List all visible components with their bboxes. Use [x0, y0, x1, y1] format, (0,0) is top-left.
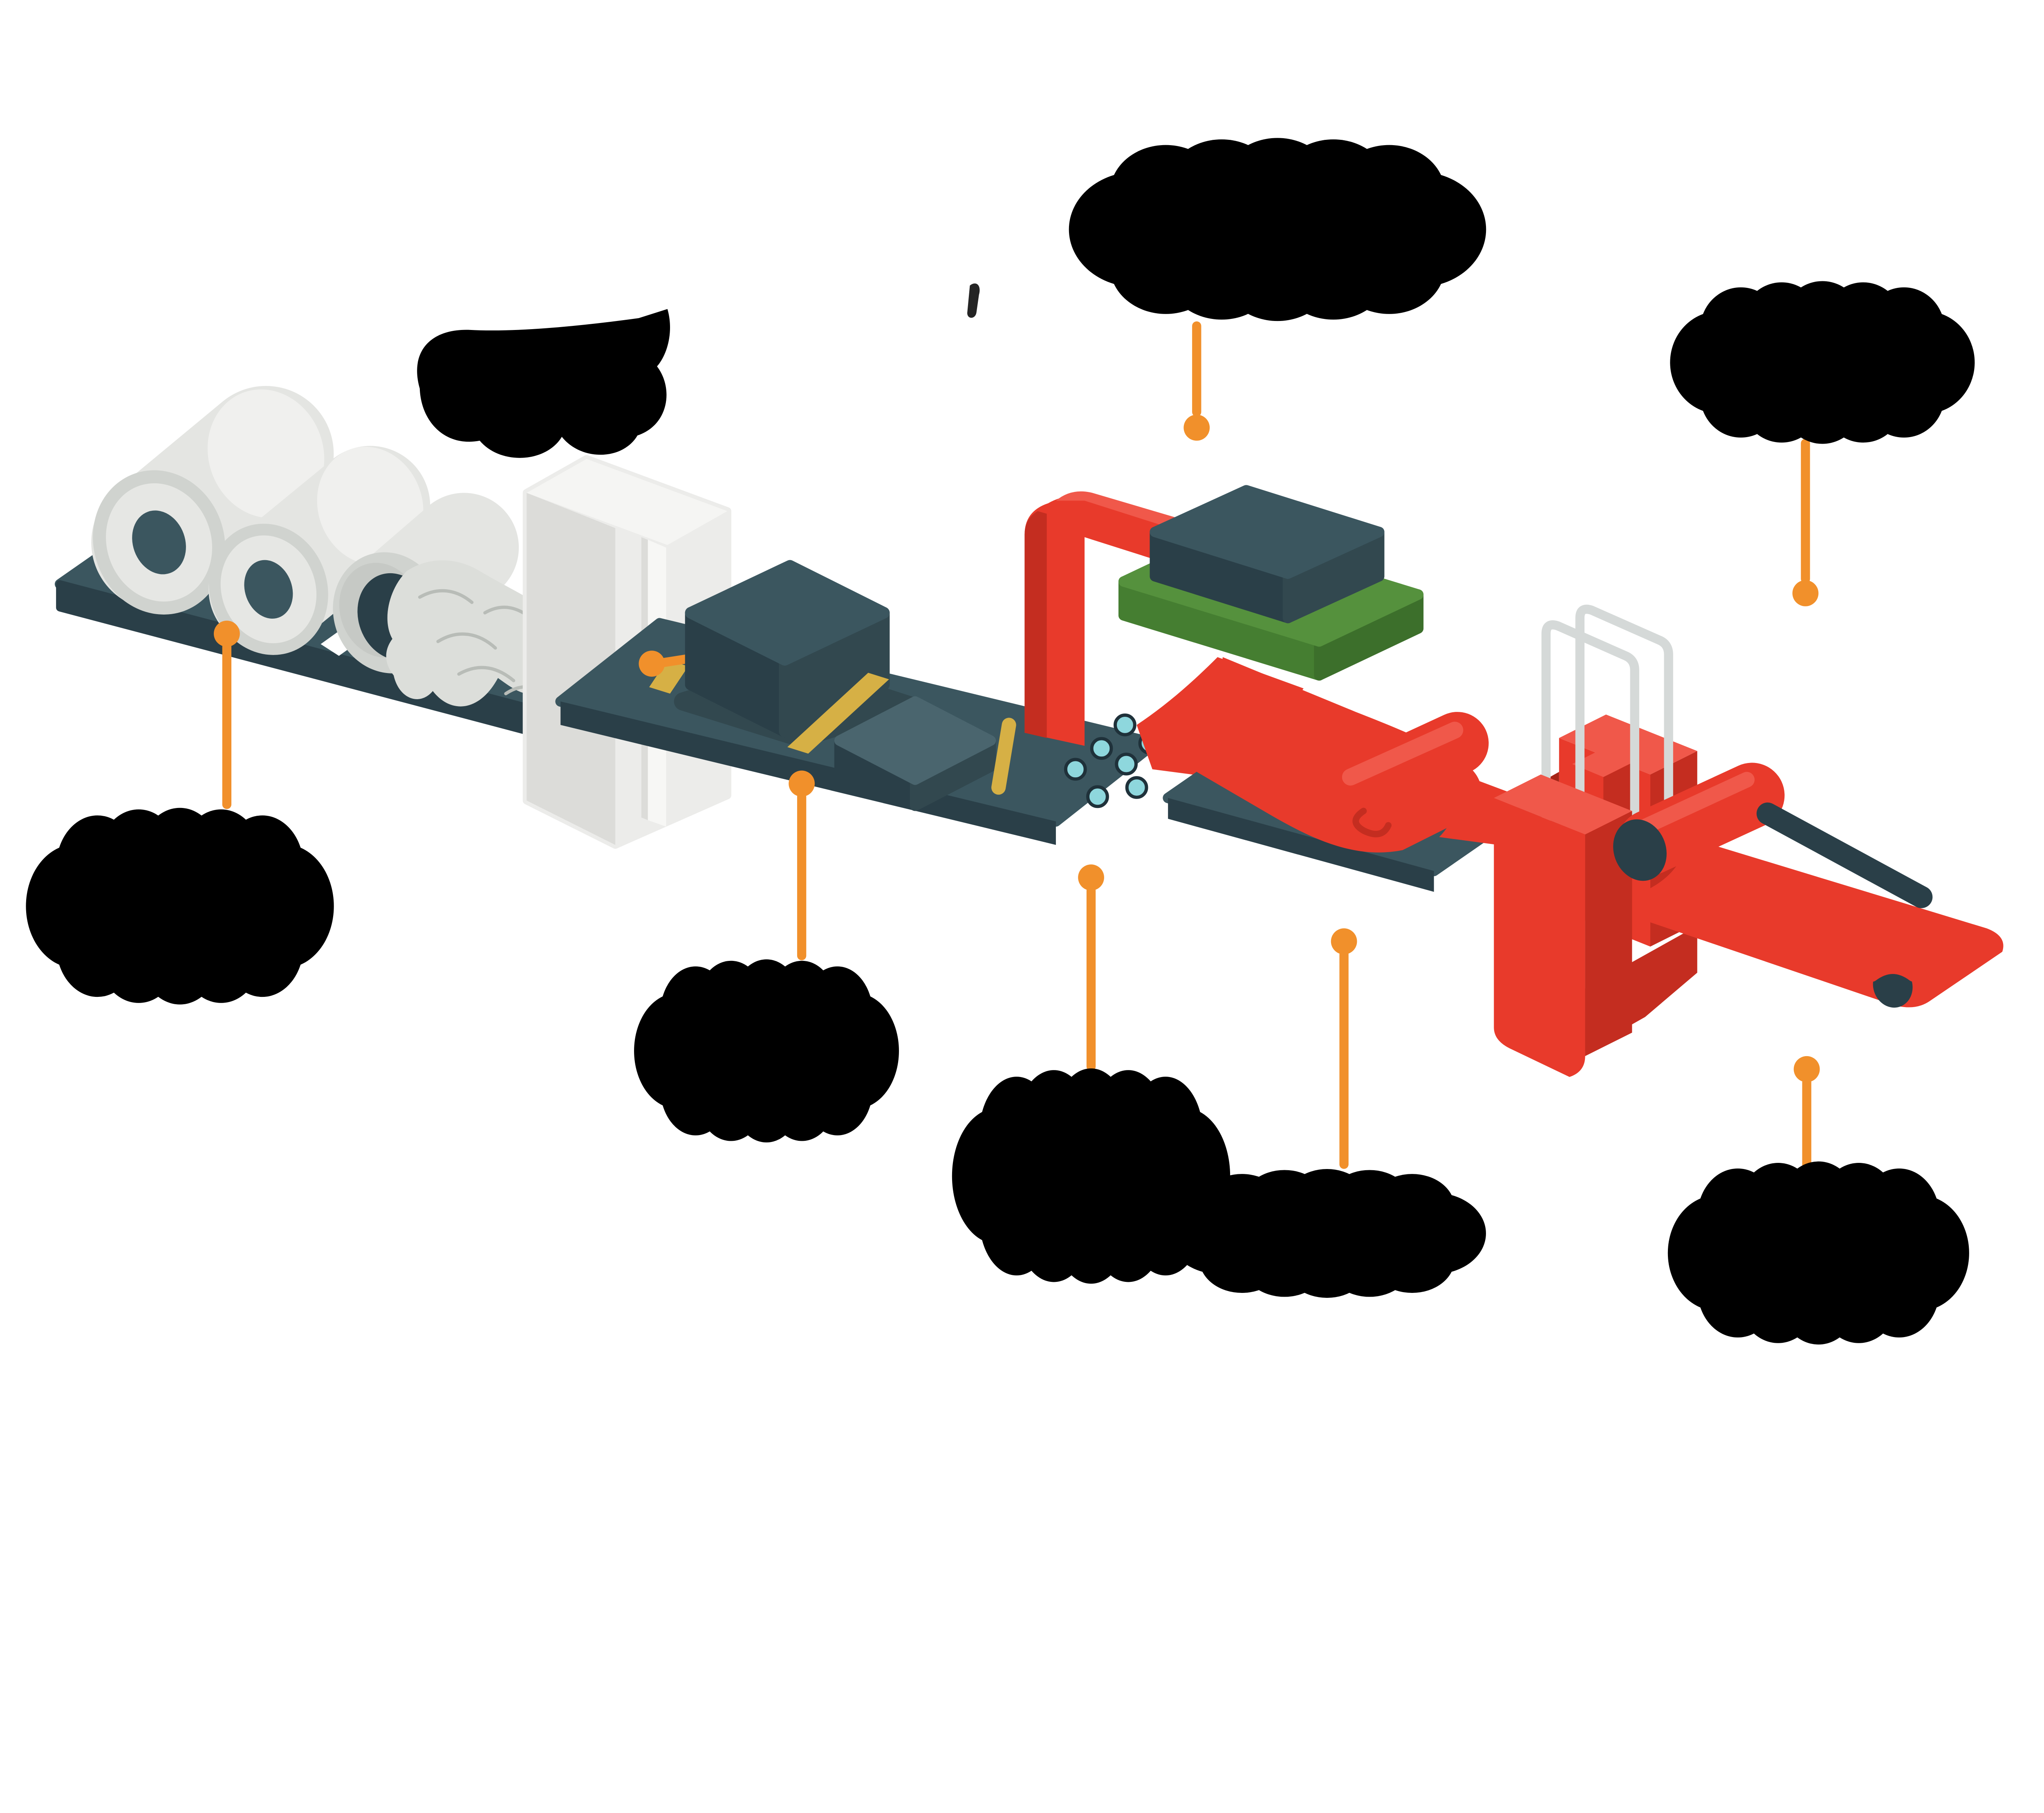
- front-wall-right: [1585, 811, 1632, 1056]
- streak: [457, 666, 515, 682]
- roll-curl-highlight: [1342, 721, 1464, 786]
- belt-hole: [1114, 714, 1136, 736]
- web-sheet: [1637, 837, 2004, 1007]
- control-box: [1150, 485, 1385, 624]
- roll-core-hole: [132, 510, 186, 574]
- belt-hole: [1064, 758, 1087, 781]
- process-box-large: [674, 560, 919, 747]
- belt-hole: [1086, 785, 1109, 808]
- gold-strip-entry: [649, 660, 688, 694]
- pin-dot: [1331, 928, 1357, 955]
- redacted-labels: [26, 138, 1975, 1345]
- callout-pin-8: [1793, 1056, 1820, 1176]
- callout-pins: [213, 321, 1820, 1176]
- belt-hole: [1115, 752, 1138, 776]
- roller-highlight: [1637, 772, 1755, 835]
- redacted-label-8: [1667, 1161, 1969, 1345]
- roller-body: [1618, 763, 1785, 875]
- callout-pin-7: [1331, 928, 1357, 1169]
- red-press: [1494, 604, 1697, 1077]
- callout-pin-1: [213, 620, 240, 809]
- front-wall-front: [1494, 798, 1585, 1077]
- web-mid: [1197, 657, 1481, 853]
- pin-dot: [1793, 1056, 1820, 1082]
- callout-pin-4: [1183, 321, 1210, 441]
- streak: [436, 632, 497, 650]
- box-top-face: [1150, 485, 1385, 579]
- press-top-face: [527, 459, 728, 545]
- material-roll-1: [91, 386, 334, 615]
- pin-dot: [639, 651, 665, 677]
- streak: [418, 589, 474, 604]
- pin-dot: [1792, 580, 1819, 606]
- pin-dot: [1183, 415, 1210, 441]
- take-up-wrap: [1865, 961, 1921, 982]
- redacted-label-1: [417, 309, 670, 458]
- wire-frame-2: [1575, 604, 1673, 818]
- roll-back-cap: [207, 389, 325, 518]
- callout-pin-3: [789, 770, 815, 960]
- pin-dot: [789, 770, 815, 797]
- redacted-label-4: [26, 808, 334, 1005]
- callout-pin-5: [1792, 439, 1819, 606]
- web-roll-over: [1197, 657, 1517, 853]
- box-top-face: [834, 696, 996, 785]
- discharge-roller: [1613, 763, 1785, 881]
- gold-strip-mid: [787, 673, 889, 754]
- gold-pin: [991, 718, 1016, 795]
- process-box-flat: [834, 696, 996, 811]
- box-top-face: [685, 560, 890, 666]
- pin-dot: [213, 620, 240, 647]
- redacted-label-7: [1168, 1169, 1486, 1298]
- arch-column-edge: [1024, 511, 1047, 738]
- redacted-label-2: [1069, 138, 1486, 321]
- pin-dot: [1078, 864, 1104, 891]
- roll-curl-seam: [1352, 808, 1392, 837]
- wire-guides: [1541, 604, 1673, 834]
- stray-mark: [967, 283, 980, 318]
- board-front-face: [1168, 798, 1434, 892]
- belt-hole: [1125, 776, 1148, 799]
- process-diagram: [26, 138, 2004, 1345]
- redacted-label-5: [634, 959, 899, 1142]
- diagram-stage: [26, 138, 2004, 1345]
- roll-core-hole: [244, 560, 293, 619]
- redacted-label-3: [1670, 281, 1975, 444]
- back-wall-top: [1559, 714, 1697, 775]
- guide-rod: [1756, 802, 1933, 908]
- belt-hole: [1090, 737, 1113, 760]
- wire-frame-1: [1541, 620, 1639, 834]
- front-wall-top: [1494, 774, 1632, 835]
- output-web: [1637, 802, 2004, 1008]
- callout-pin-6: [1078, 864, 1104, 1071]
- roller-dark-cap: [1613, 819, 1667, 881]
- roll-curl: [1324, 712, 1489, 821]
- press-left-face: [527, 493, 616, 845]
